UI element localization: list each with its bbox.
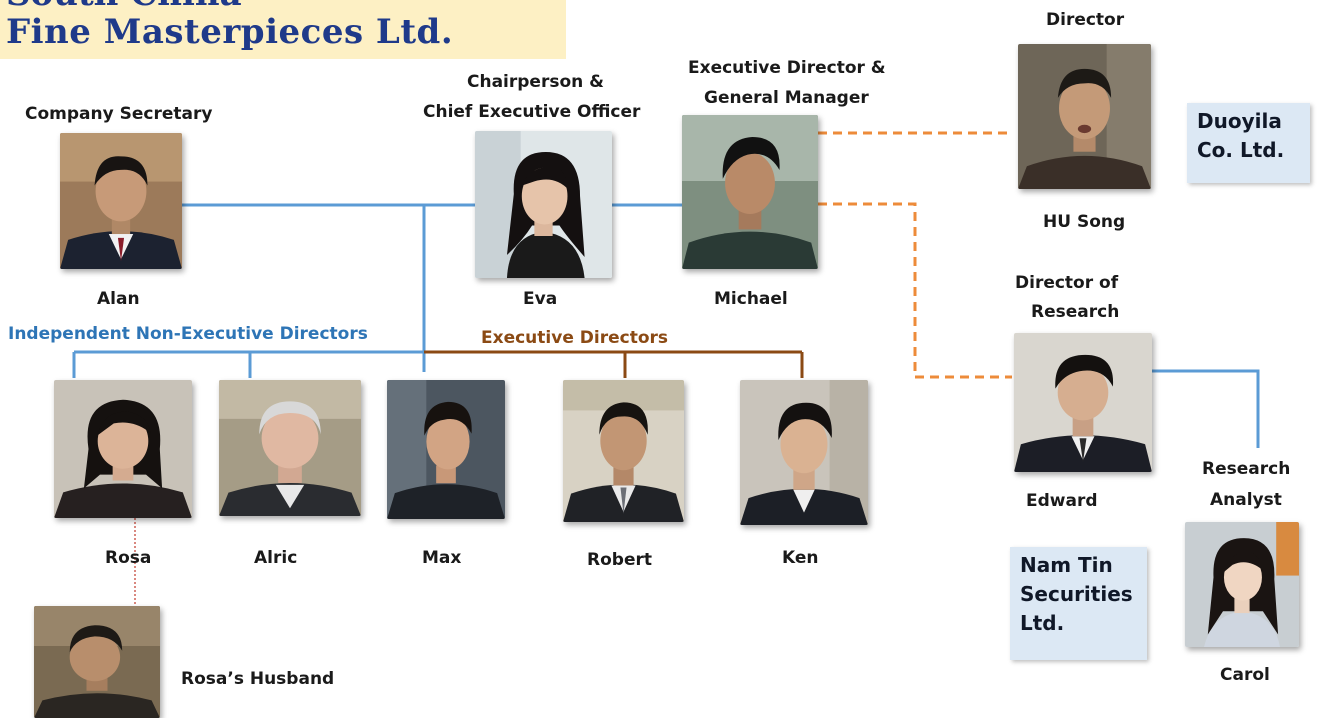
portrait-ken xyxy=(740,380,868,525)
line-michael-edward xyxy=(818,202,1012,379)
executive-connectors xyxy=(424,350,804,378)
portrait-rosa xyxy=(54,380,192,518)
duoyila-line2: Co. Ltd. xyxy=(1197,138,1285,162)
company-box-namtin: Nam Tin Securities Ltd. xyxy=(1010,547,1147,660)
name-robert: Robert xyxy=(587,550,652,570)
name-max: Max xyxy=(422,548,462,568)
portrait-michael xyxy=(682,115,818,269)
name-carol: Carol xyxy=(1220,665,1270,685)
role-michael-line2: General Manager xyxy=(704,88,869,108)
portrait-max xyxy=(387,380,505,519)
company-title-banner: South China Fine Masterpieces Ltd. xyxy=(0,0,566,59)
duoyila-line1: Duoyila xyxy=(1197,109,1282,133)
name-ken: Ken xyxy=(782,548,819,568)
role-alan: Company Secretary xyxy=(25,104,213,124)
role-husong: Director xyxy=(1046,10,1125,30)
name-rosa-husband: Rosa’s Husband xyxy=(181,669,335,689)
name-michael: Michael xyxy=(714,289,788,309)
group-label-independent: Independent Non-Executive Directors xyxy=(8,324,368,344)
namtin-line1: Nam Tin xyxy=(1020,553,1113,577)
role-michael-line1: Executive Director & xyxy=(688,58,886,78)
company-title-top: South China xyxy=(6,0,242,14)
company-title: Fine Masterpieces Ltd. xyxy=(6,12,454,52)
name-rosa: Rosa xyxy=(105,548,152,568)
line-edward-carol xyxy=(1152,369,1260,448)
solid-connectors xyxy=(72,203,1260,448)
portrait-carol xyxy=(1185,522,1299,647)
role-carol-line1: Research xyxy=(1202,459,1291,479)
portrait-alric xyxy=(219,380,361,516)
portrait-eva xyxy=(475,131,612,278)
role-carol-line2: Analyst xyxy=(1210,490,1282,510)
portrait-alan xyxy=(60,133,182,269)
dashed-connectors xyxy=(818,131,1012,379)
namtin-line2: Securities xyxy=(1020,582,1133,606)
role-edward-line2: Research xyxy=(1031,302,1120,322)
portrait-rosa-husband xyxy=(34,606,160,718)
name-husong: HU Song xyxy=(1043,212,1126,232)
name-edward: Edward xyxy=(1026,491,1098,511)
portrait-edward xyxy=(1014,333,1152,472)
role-edward-line1: Director of xyxy=(1015,273,1119,293)
name-alric: Alric xyxy=(254,548,298,568)
role-eva-line2: Chief Executive Officer xyxy=(423,102,641,122)
company-box-duoyila: Duoyila Co. Ltd. xyxy=(1187,103,1310,183)
portrait-husong xyxy=(1018,44,1151,189)
group-label-executive: Executive Directors xyxy=(481,328,669,348)
portrait-robert xyxy=(563,380,684,522)
role-eva-line1: Chairperson & xyxy=(467,72,604,92)
name-eva: Eva xyxy=(523,289,558,309)
name-alan: Alan xyxy=(97,289,140,309)
namtin-line3: Ltd. xyxy=(1020,611,1065,635)
